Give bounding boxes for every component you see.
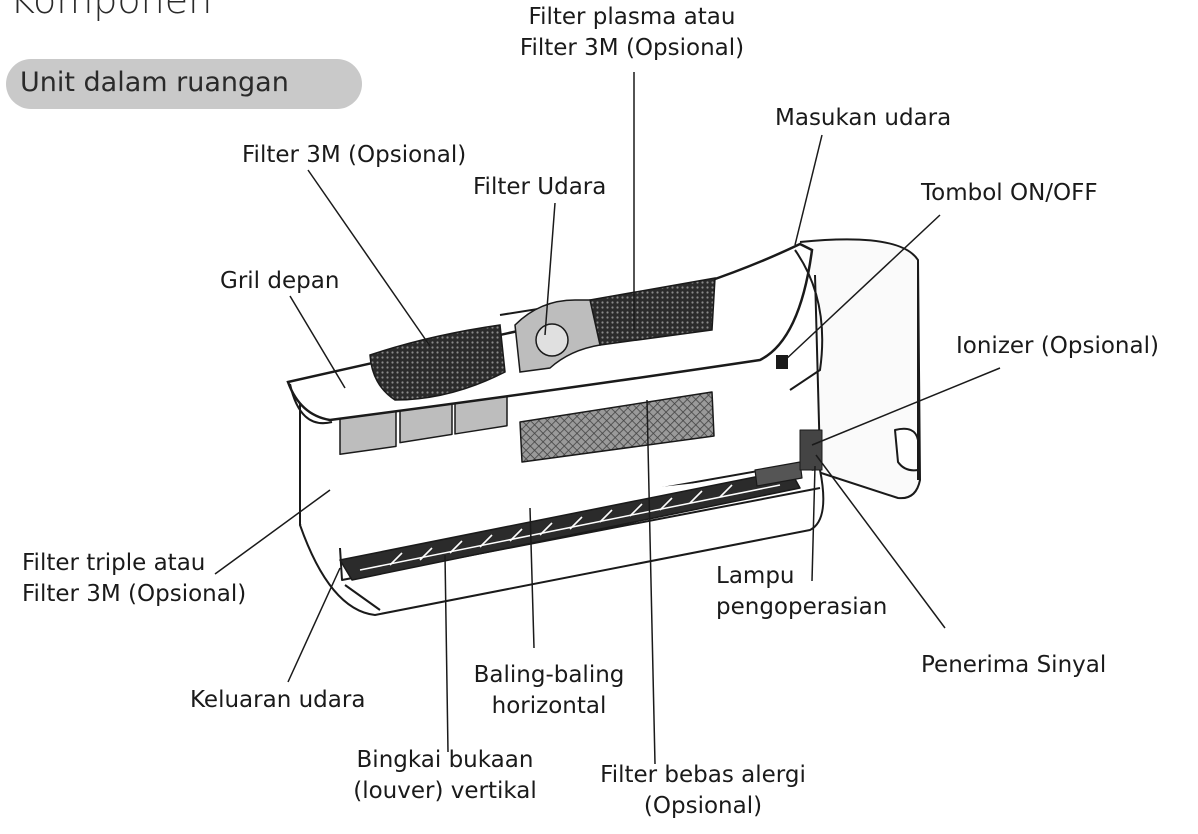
label-penerima-sinyal: Penerima Sinyal (921, 652, 1107, 678)
label-masukan-udara: Masukan udara (775, 105, 952, 131)
unit-body (299, 238, 921, 616)
leader-lines (214, 72, 1001, 765)
label-bingkai-louver: Bingkai bukaan (louver) vertikal (353, 747, 537, 804)
label-filter-plasma: Filter plasma atau Filter 3M (Opsional) (519, 4, 745, 61)
label-ionizer: Ionizer (Opsional) (956, 333, 1159, 359)
label-tombol-onoff: Tombol ON/OFF (921, 180, 1098, 206)
label-gril-depan: Gril depan (220, 268, 340, 294)
label-filter-udara: Filter Udara (473, 174, 607, 200)
label-keluaran-udara: Keluaran udara (190, 687, 366, 713)
front-grille (286, 242, 824, 425)
section-title: Komponen (10, 0, 213, 22)
subsection-label: Unit dalam ruangan (20, 67, 289, 98)
subsection-pill: Unit dalam ruangan (6, 59, 362, 109)
label-baling-baling: Baling-baling horizontal (473, 662, 625, 719)
label-filter-bebas-alergi: Filter bebas alergi (Opsional) (600, 762, 806, 819)
label-filter-triple: Filter triple atau Filter 3M (Opsional) (22, 550, 247, 607)
label-lampu-pengoperasian: Lampu pengoperasian (716, 563, 888, 620)
label-filter-3m: Filter 3M (Opsional) (242, 142, 467, 168)
